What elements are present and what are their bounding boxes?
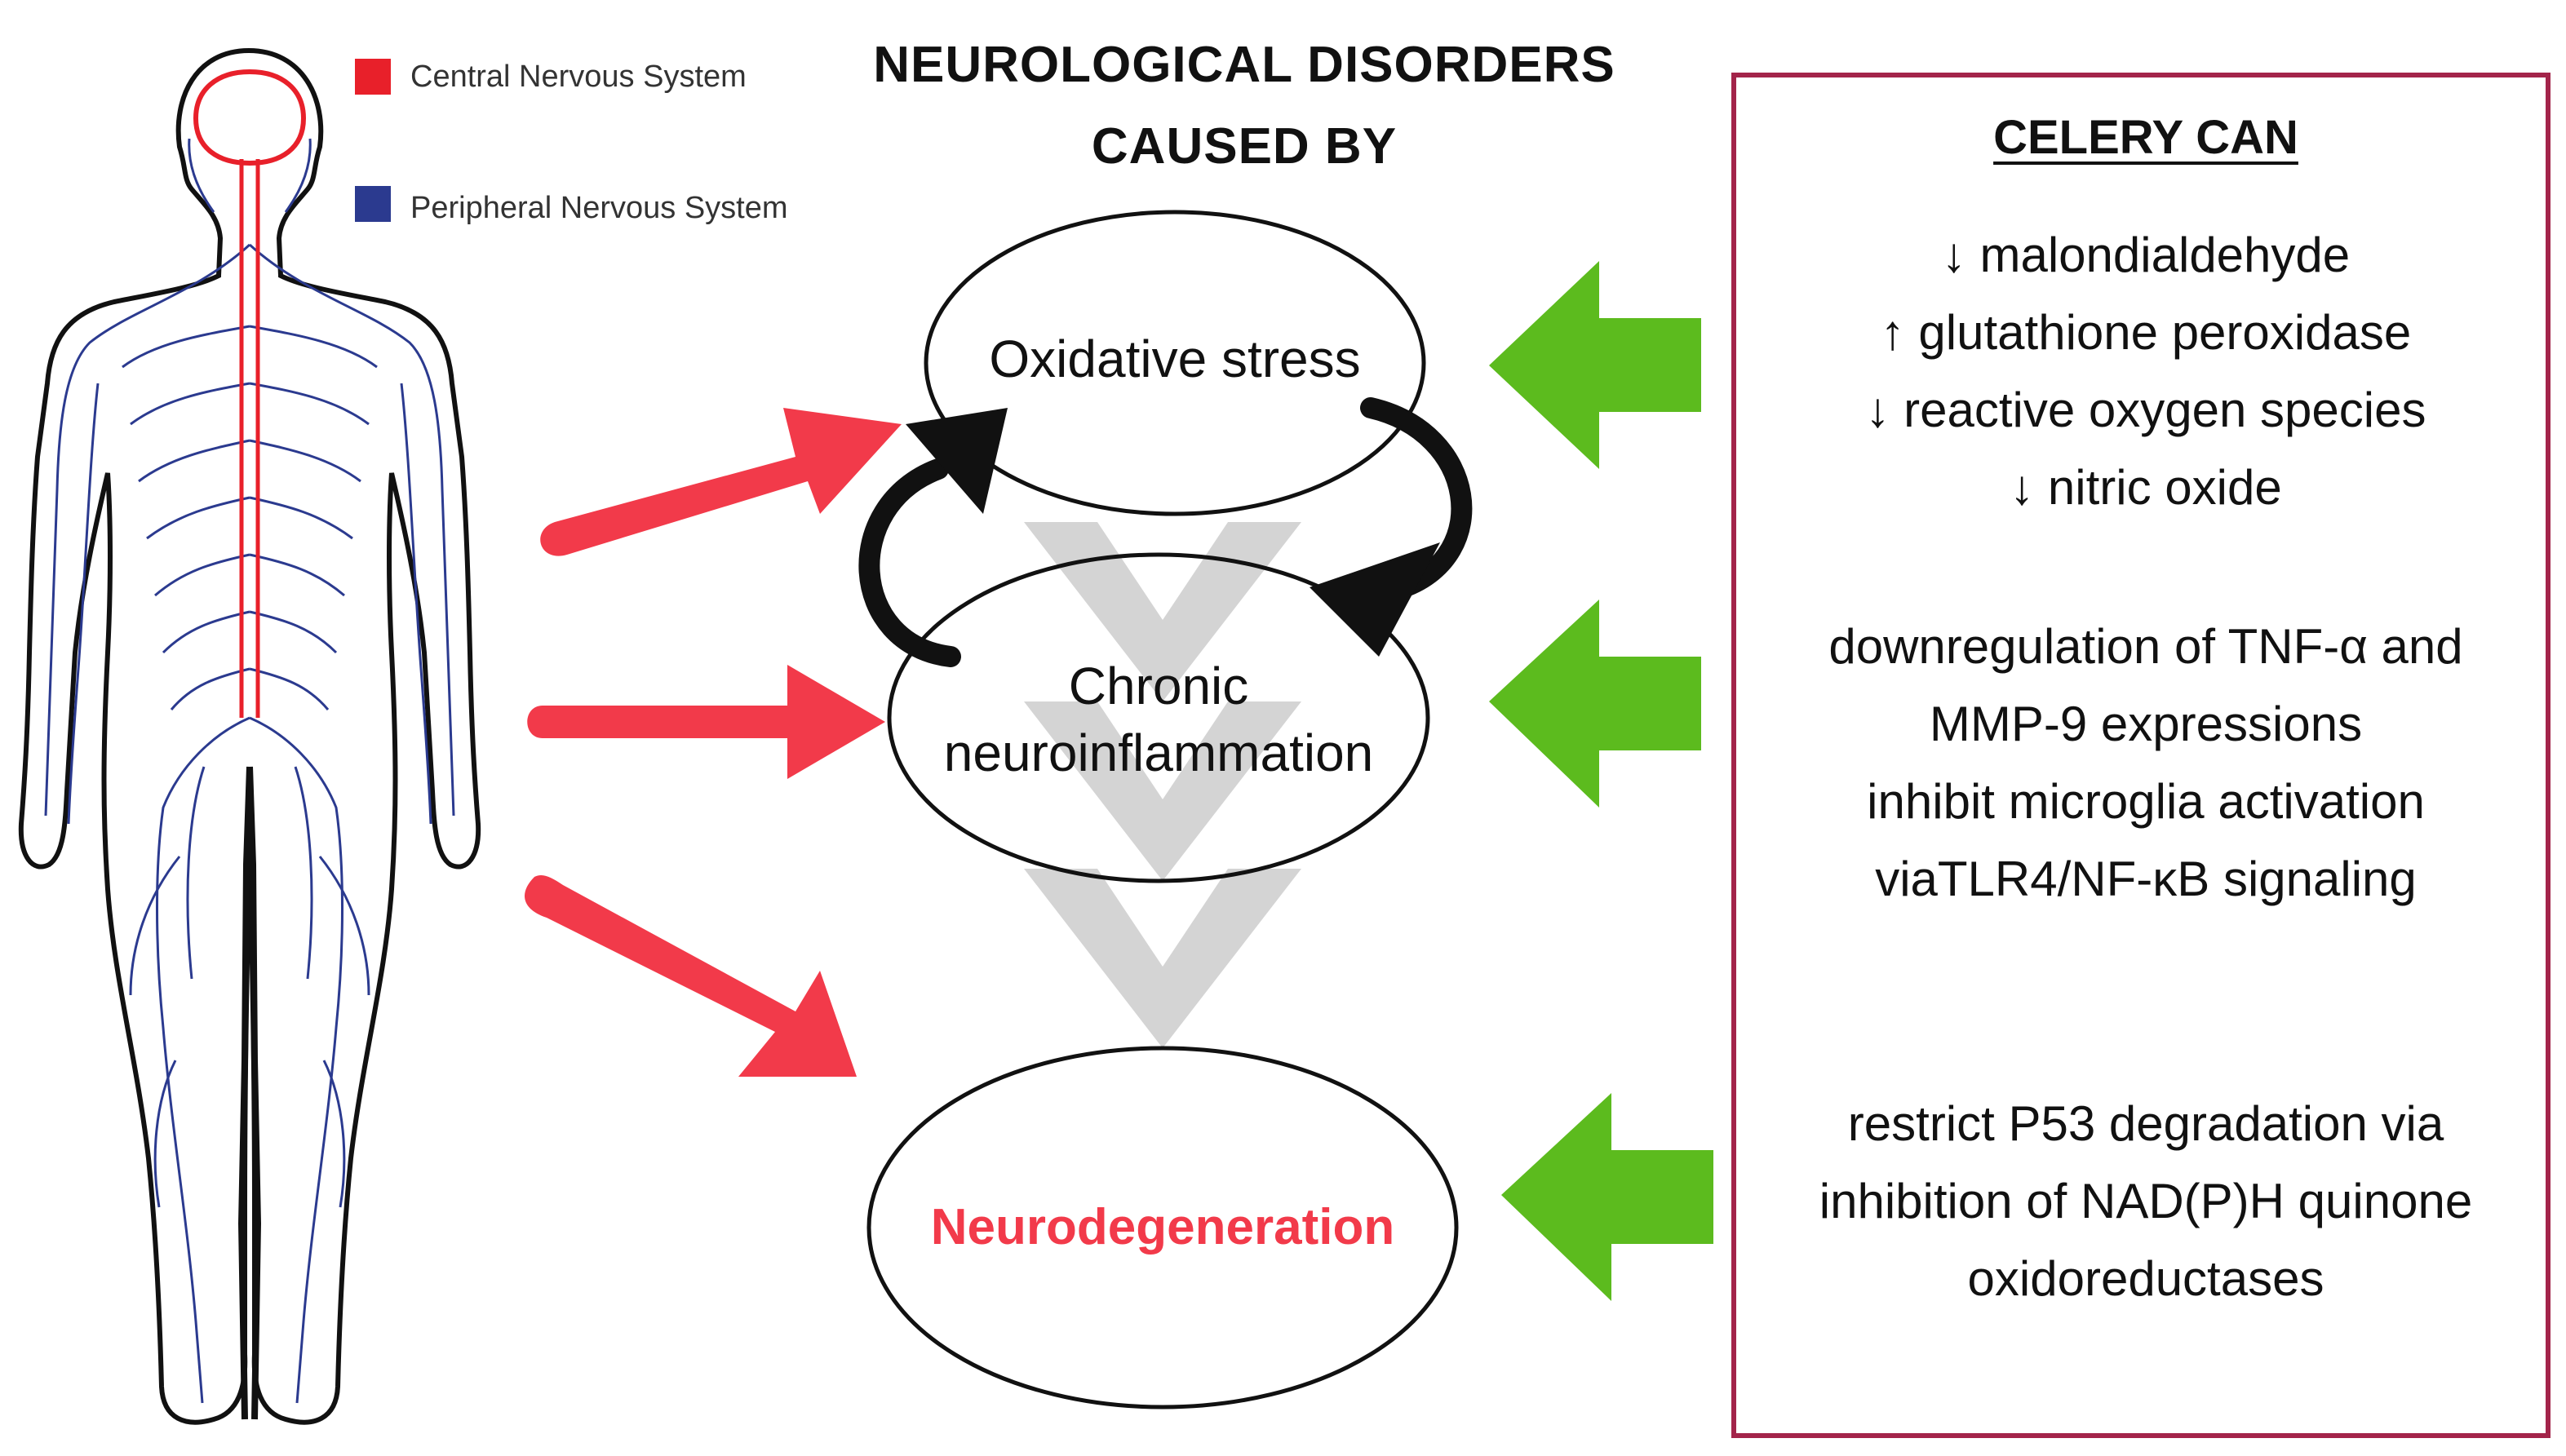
neurodegeneration-effect: inhibition of NAD(P)H quinone [1819, 1174, 2473, 1228]
legend-label-pns: Peripheral Nervous System [410, 191, 788, 225]
title-line-1: NEUROLOGICAL DISORDERS [873, 37, 1615, 93]
spinal-cord [239, 159, 260, 718]
oxidative-effect: ↓ nitric oxide [2010, 460, 2282, 515]
oxidative-effects-list: ↓ malondialdehyde ↑ glutathione peroxida… [1734, 216, 2558, 526]
legend [355, 59, 391, 222]
inflammation-effect: downregulation of TNF-α and [1828, 619, 2463, 674]
celery-panel-title: CELERY CAN [1993, 111, 2298, 164]
red-arrow-1 [540, 408, 902, 556]
chronic-neuroinflammation-label: Chronic neuroinflammation [889, 653, 1428, 786]
neurodegeneration-effects-list: restrict P53 degradation via inhibition … [1734, 1085, 2558, 1317]
chevron-3 [1024, 869, 1301, 1048]
inflammation-effect: inhibit microglia activation [1867, 774, 2425, 829]
chronic-label-line-2: neuroinflammation [943, 724, 1374, 782]
oxidative-effect: ↓ reactive oxygen species [1865, 383, 2426, 437]
neurodegeneration-effect: restrict P53 degradation via [1847, 1096, 2444, 1151]
progression-chevrons [1024, 522, 1301, 1048]
neurodegeneration-node [866, 1046, 1459, 1410]
celery-panel-border [1731, 73, 2550, 1438]
legend-swatch-pns [355, 186, 391, 222]
cycle-arrow-left-head [906, 408, 1008, 514]
inflammation-effect: MMP-9 expressions [1929, 697, 2363, 751]
chronic-neuroinflammation-node [887, 552, 1430, 883]
chevron-2 [1024, 701, 1301, 881]
inflammation-effects-list: downregulation of TNF-α and MMP-9 expres… [1734, 608, 2558, 918]
chronic-label-line-1: Chronic [1068, 657, 1249, 715]
human-nervous-system-figure [18, 47, 481, 1425]
legend-swatch-cns [355, 59, 391, 95]
inflammation-effect: viaTLR4/NF-κB signaling [1875, 852, 2417, 906]
legend-label-cns: Central Nervous System [410, 60, 747, 94]
red-arrow-3 [525, 875, 857, 1077]
cycle-arrow-left [858, 458, 961, 667]
feedback-cycle-arrows [858, 397, 1473, 667]
oxidative-effect: ↑ glutathione peroxidase [1880, 305, 2412, 360]
cycle-arrow-right-head [1310, 542, 1440, 657]
red-cause-arrows [525, 408, 902, 1077]
title-line-2: CAUSED BY [1091, 118, 1398, 175]
body-outline [18, 47, 481, 1425]
central-nervous-system [193, 69, 307, 718]
green-arrow-1 [1489, 261, 1701, 469]
page-title: NEUROLOGICAL DISORDERS CAUSED BY [734, 24, 1754, 188]
oxidative-effect: ↓ malondialdehyde [1941, 228, 2351, 282]
green-arrow-3 [1501, 1093, 1713, 1301]
peripheral-nerves [44, 138, 455, 1404]
green-effect-arrows [1489, 261, 1713, 1301]
lower-cord [237, 766, 262, 1420]
green-arrow-2 [1489, 600, 1701, 808]
red-arrow-2 [527, 665, 885, 779]
chevron-1 [1024, 522, 1301, 701]
oxidative-stress-node [924, 210, 1426, 516]
cycle-arrow-right [1360, 397, 1473, 598]
neurodegeneration-effect: oxidoreductases [1967, 1251, 2324, 1306]
neurodegeneration-label: Neurodegeneration [930, 1199, 1395, 1255]
brain [193, 69, 307, 166]
oxidative-stress-label: Oxidative stress [989, 330, 1361, 388]
